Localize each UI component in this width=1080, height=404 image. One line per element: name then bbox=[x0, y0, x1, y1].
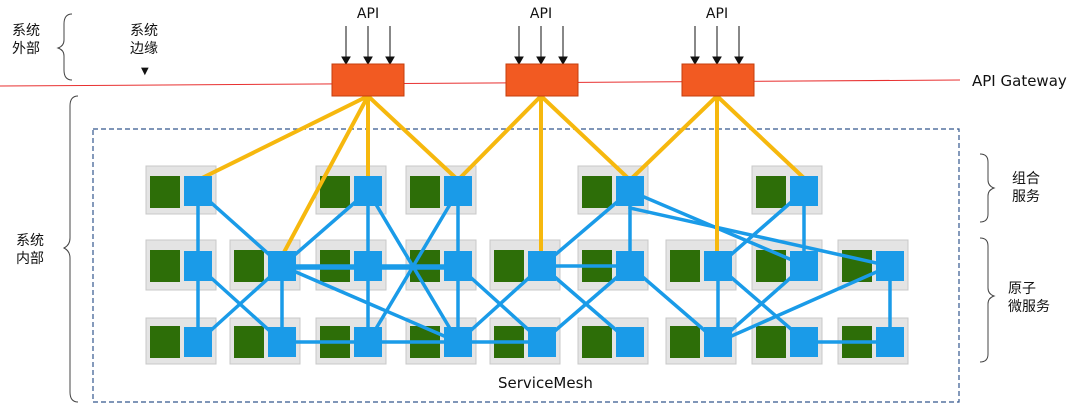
gateway-block-3 bbox=[681, 63, 755, 97]
inside-bracket bbox=[62, 95, 79, 403]
outside-bracket bbox=[56, 13, 73, 81]
system-edge-line bbox=[0, 79, 961, 87]
label-composite-services: 组合 服务 bbox=[1012, 171, 1040, 205]
service-mesh-border bbox=[92, 128, 960, 403]
node-green-blocks bbox=[150, 176, 872, 358]
api-arrows bbox=[341, 26, 744, 66]
label-edge: 系统 边缘 bbox=[130, 23, 158, 57]
gateway-block-2 bbox=[505, 63, 579, 97]
gateway-blocks bbox=[331, 63, 755, 97]
atomic-bracket bbox=[979, 237, 996, 363]
label-outside: 系统 外部 bbox=[12, 23, 40, 57]
composite-bracket bbox=[979, 153, 996, 223]
api-label-3: API bbox=[705, 6, 729, 22]
api-label-1: API bbox=[356, 6, 380, 22]
api-arrow-group-2 bbox=[514, 26, 568, 66]
api-label-2: API bbox=[529, 6, 553, 22]
edge-arrow-icon: ▼ bbox=[141, 66, 149, 77]
label-service-mesh: ServiceMesh bbox=[498, 374, 593, 392]
label-atomic-microservices: 原子 微服务 bbox=[1008, 281, 1050, 315]
service-nodes bbox=[184, 176, 904, 357]
gateway-block-1 bbox=[331, 63, 405, 97]
api-arrow-group-1 bbox=[341, 26, 395, 66]
label-api-gateway: API Gateway bbox=[972, 72, 1067, 90]
label-inside: 系统 内部 bbox=[16, 233, 44, 267]
gateway-links bbox=[196, 94, 808, 258]
api-arrow-group-3 bbox=[690, 26, 744, 66]
